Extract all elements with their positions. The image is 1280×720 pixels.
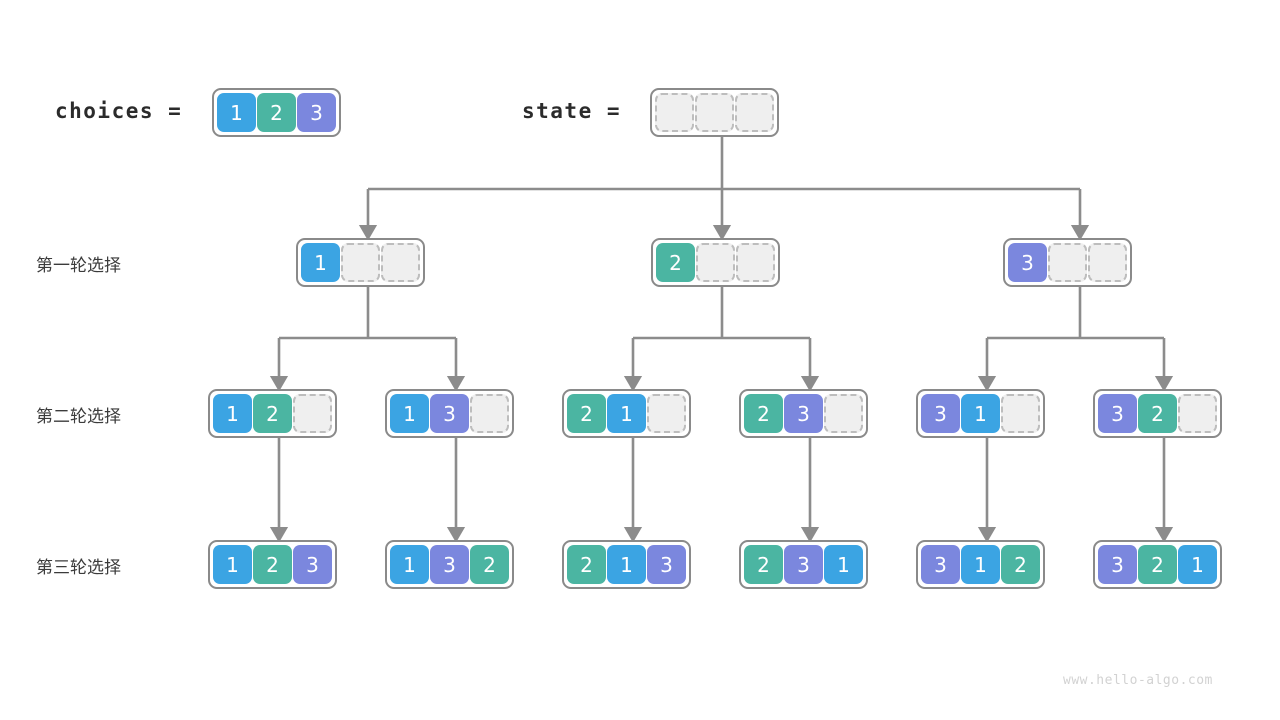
array-cell-filled: 1 [390, 394, 429, 433]
array-cell-empty [293, 394, 332, 433]
array-cell-filled: 2 [470, 545, 509, 584]
array-cell-filled: 1 [824, 545, 863, 584]
watermark: www.hello-algo.com [1063, 673, 1213, 688]
array-cell-empty [655, 93, 694, 132]
array-cell-empty [696, 243, 735, 282]
state-label: state = [522, 99, 622, 123]
array-cell-filled: 3 [921, 394, 960, 433]
row-label-round-2: 第二轮选择 [36, 407, 121, 427]
tree-node-r1n2: 2 [651, 238, 780, 287]
array-cell-empty [1001, 394, 1040, 433]
tree-node-r1n3: 3 [1003, 238, 1132, 287]
state-array [650, 88, 779, 137]
array-cell-filled: 3 [430, 394, 469, 433]
tree-node-r1n1: 1 [296, 238, 425, 287]
array-cell-filled: 2 [1138, 545, 1177, 584]
array-cell-empty [1048, 243, 1087, 282]
array-cell-filled: 1 [217, 93, 256, 132]
array-cell-filled: 2 [257, 93, 296, 132]
row-label-round-3: 第三轮选择 [36, 558, 121, 578]
array-cell-filled: 3 [784, 394, 823, 433]
array-cell-filled: 2 [1001, 545, 1040, 584]
array-cell-filled: 3 [1008, 243, 1047, 282]
array-cell-empty [695, 93, 734, 132]
array-cell-empty [735, 93, 774, 132]
array-cell-filled: 3 [921, 545, 960, 584]
array-cell-filled: 2 [656, 243, 695, 282]
array-cell-filled: 1 [607, 545, 646, 584]
array-cell-filled: 1 [961, 394, 1000, 433]
array-cell-filled: 3 [647, 545, 686, 584]
array-cell-filled: 3 [1098, 394, 1137, 433]
array-cell-filled: 2 [253, 545, 292, 584]
array-cell-empty [1178, 394, 1217, 433]
array-cell-filled: 1 [961, 545, 1000, 584]
array-cell-empty [381, 243, 420, 282]
array-cell-filled: 2 [567, 394, 606, 433]
array-cell-filled: 3 [784, 545, 823, 584]
array-cell-filled: 2 [567, 545, 606, 584]
array-cell-filled: 3 [430, 545, 469, 584]
row-label-round-1: 第一轮选择 [36, 256, 121, 276]
array-cell-empty [341, 243, 380, 282]
array-cell-filled: 1 [607, 394, 646, 433]
choices-label: choices = [55, 99, 183, 123]
array-cell-filled: 2 [744, 394, 783, 433]
array-cell-filled: 2 [1138, 394, 1177, 433]
array-cell-filled: 2 [253, 394, 292, 433]
array-cell-filled: 1 [301, 243, 340, 282]
array-cell-empty [647, 394, 686, 433]
array-cell-filled: 1 [213, 394, 252, 433]
array-cell-filled: 3 [293, 545, 332, 584]
array-cell-filled: 2 [744, 545, 783, 584]
array-cell-filled: 1 [390, 545, 429, 584]
array-cell-empty [470, 394, 509, 433]
array-cell-empty [824, 394, 863, 433]
array-cell-empty [1088, 243, 1127, 282]
array-cell-filled: 3 [297, 93, 336, 132]
array-cell-filled: 3 [1098, 545, 1137, 584]
array-cell-filled: 1 [1178, 545, 1217, 584]
array-cell-filled: 1 [213, 545, 252, 584]
array-cell-empty [736, 243, 775, 282]
